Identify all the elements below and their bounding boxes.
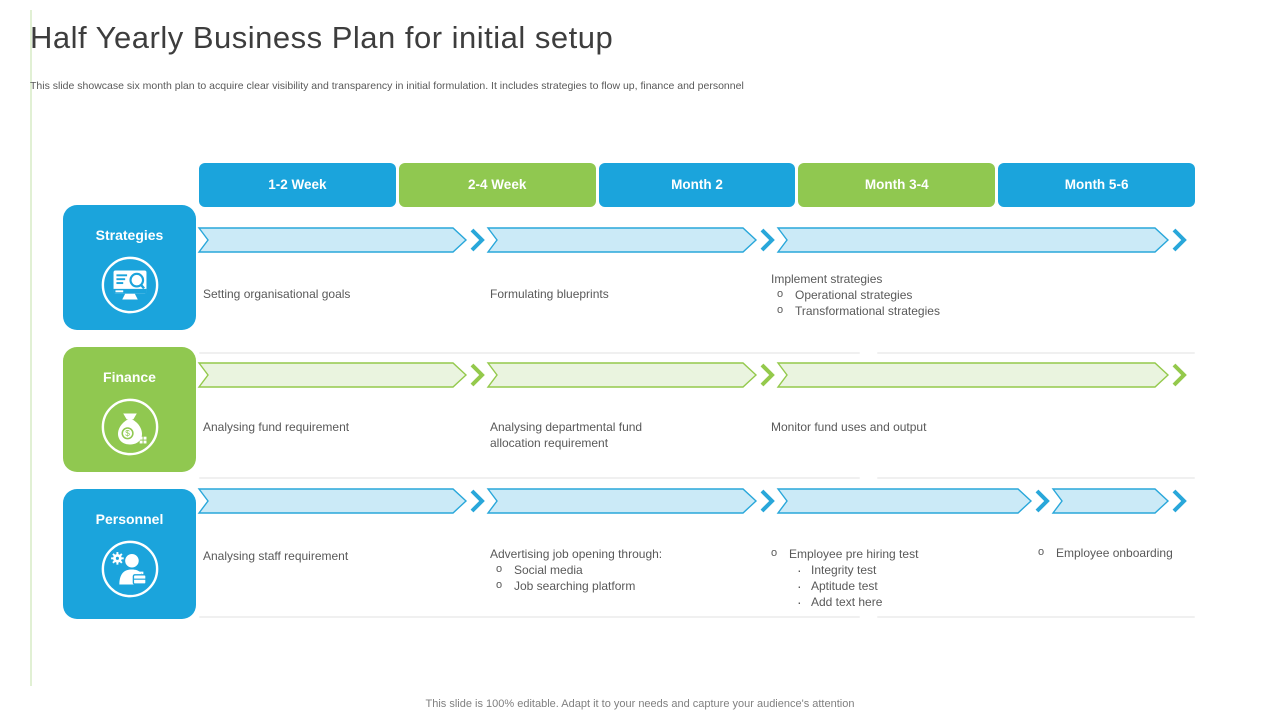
row-divider <box>199 616 860 618</box>
timeline-header-week-1-2: 1-2 Week <box>199 163 396 207</box>
row-divider <box>199 352 860 354</box>
task-bullet-list: Social media Job searching platform <box>490 561 730 594</box>
task-title: Implement strategies <box>771 272 883 286</box>
timeline-header-month-3-4: Month 3-4 <box>798 163 996 207</box>
task-strategies-col2: Formulating blueprints <box>490 287 609 301</box>
task-strategies-col1: Setting organisational goals <box>203 287 351 301</box>
task-bullet: Transformational strategies <box>771 302 1031 319</box>
task-bullet-list: Operational strategies Transformational … <box>771 286 1031 319</box>
money-bag-icon: $ <box>101 398 158 456</box>
row-divider <box>199 477 860 479</box>
task-sub-bullet-list: Integrity test Aptitude test Add text he… <box>789 562 1025 610</box>
task-finance-col3: Monitor fund uses and output <box>771 420 927 434</box>
task-sub-bullet: Aptitude test <box>791 578 1025 594</box>
row-label-personnel: Personnel <box>95 511 164 527</box>
page-title: Half Yearly Business Plan for initial se… <box>30 20 614 55</box>
row-box-strategies: Strategies <box>63 205 196 330</box>
task-bullet: Employee onboarding <box>1032 544 1202 561</box>
task-bullet-list: Employee pre hiring test Integrity test … <box>765 545 1025 610</box>
row-box-finance: Finance $ <box>63 347 196 472</box>
row-label-strategies: Strategies <box>95 227 164 243</box>
task-personnel-col2: Advertising job opening through: Social … <box>490 546 730 594</box>
monitor-search-icon <box>101 256 158 314</box>
task-bullet: Operational strategies <box>771 286 1031 303</box>
employee-gear-icon <box>101 540 158 598</box>
task-personnel-col1: Analysing staff requirement <box>203 549 349 563</box>
row-divider <box>877 477 1195 479</box>
task-strategies-col3: Implement strategies Operational strateg… <box>771 271 1031 319</box>
row-label-finance: Finance <box>103 369 156 385</box>
timeline-arrow-finance <box>197 362 1187 388</box>
task-personnel-col3: Employee pre hiring test Integrity test … <box>765 545 1025 610</box>
left-accent-line <box>30 10 32 686</box>
task-finance-col2: Analysing departmental fund allocation r… <box>490 420 643 450</box>
timeline-header-week-2-4: 2-4 Week <box>398 163 596 207</box>
svg-text:$: $ <box>125 429 130 438</box>
row-divider <box>877 616 1195 618</box>
task-finance-col1: Analysing fund requirement <box>203 420 350 434</box>
timeline-header-row: 1-2 Week 2-4 Week Month 2 Month 3-4 Mont… <box>199 163 1195 207</box>
task-sub-bullet: Integrity test <box>791 562 1025 578</box>
timeline-arrow-personnel <box>197 488 1187 514</box>
slide-footer-note: This slide is 100% editable. Adapt it to… <box>425 698 855 710</box>
task-bullet-list: Employee onboarding <box>1032 544 1202 561</box>
task-sub-bullet: Add text here <box>791 594 1025 610</box>
row-box-personnel: Personnel <box>63 489 196 619</box>
timeline-header-month-2: Month 2 <box>598 163 796 207</box>
task-title: Advertising job opening through: <box>490 547 663 561</box>
task-bullet: Social media <box>490 561 730 578</box>
timeline-arrow-strategies <box>197 227 1187 253</box>
task-personnel-col4: Employee onboarding <box>1032 544 1202 561</box>
row-divider <box>877 352 1195 354</box>
page-subtitle: This slide showcase six month plan to ac… <box>30 80 744 92</box>
timeline-header-month-5-6: Month 5-6 <box>998 163 1195 207</box>
task-bullet: Job searching platform <box>490 577 730 594</box>
task-title: Employee pre hiring test <box>789 547 919 561</box>
task-bullet: Employee pre hiring test Integrity test … <box>765 545 1025 610</box>
